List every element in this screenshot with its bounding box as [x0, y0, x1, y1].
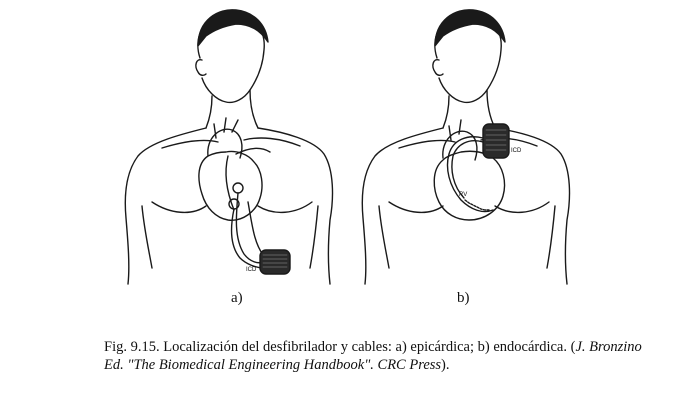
- transvenous-lead: [446, 136, 494, 213]
- clavicle-right: [243, 137, 301, 147]
- vessel-mid: [223, 117, 227, 133]
- neck-left: [205, 95, 213, 129]
- aortic-arch: [207, 128, 243, 159]
- heart-septum: [225, 155, 235, 211]
- hair: [197, 9, 269, 47]
- rv-label: RV: [459, 192, 467, 198]
- shoulder-left: [124, 127, 207, 285]
- lead-3: [247, 201, 265, 257]
- rv-electrode-coil: [464, 199, 490, 211]
- shoulder-right: [257, 127, 334, 285]
- torso-illustration-b: ICD RV: [361, 9, 571, 285]
- vessel-mid: [458, 119, 462, 135]
- icd-label-a: ICD: [246, 267, 257, 273]
- armpit-right: [309, 205, 319, 269]
- clavicle-left: [398, 139, 456, 149]
- ear: [432, 59, 444, 77]
- icd-device-a: [259, 249, 291, 275]
- torso-illustration-a: ICD: [124, 9, 334, 285]
- vessel-right: [231, 119, 239, 133]
- clavicle-left: [161, 139, 219, 149]
- pectoral-right: [257, 201, 313, 213]
- armpit-right: [546, 205, 556, 269]
- caption-main: Fig. 9.15. Localización del desfibrilado…: [104, 339, 576, 355]
- neck-right: [249, 89, 259, 129]
- armpit-left: [378, 205, 390, 269]
- hair: [434, 9, 506, 47]
- figure-a-epicardial: ICD: [108, 6, 348, 286]
- heart-outline: [198, 150, 263, 221]
- ear: [195, 59, 207, 77]
- icd-device-b: [482, 123, 510, 159]
- shoulder-left: [361, 127, 444, 285]
- pectoral-left: [151, 201, 207, 213]
- figure-caption: Fig. 9.15. Localización del desfibrilado…: [104, 338, 664, 374]
- aortic-arch: [442, 130, 478, 161]
- shoulder-right: [494, 127, 571, 285]
- neck-left: [442, 95, 450, 129]
- neck-right: [486, 89, 496, 129]
- pectoral-right: [494, 201, 550, 213]
- figure-b-endocardial: ICD RV: [345, 6, 585, 286]
- vessel-left: [213, 123, 217, 139]
- subfigure-label-b: b): [457, 290, 470, 306]
- lead-1: [235, 192, 265, 264]
- transvenous-lead-inner: [451, 140, 484, 199]
- pectoral-left: [388, 201, 444, 213]
- patch-electrode-upper: [232, 182, 244, 194]
- icd-label-b: ICD: [511, 148, 522, 154]
- vessel-left: [448, 125, 452, 141]
- caption-citation: J. Bronzino Ed. "The Biomedical Engineer…: [104, 339, 642, 373]
- subfigure-label-a: a): [231, 290, 243, 306]
- lead-2: [230, 208, 265, 269]
- caption-end: ).: [441, 357, 450, 373]
- armpit-left: [141, 205, 153, 269]
- heart-outline: [433, 150, 506, 221]
